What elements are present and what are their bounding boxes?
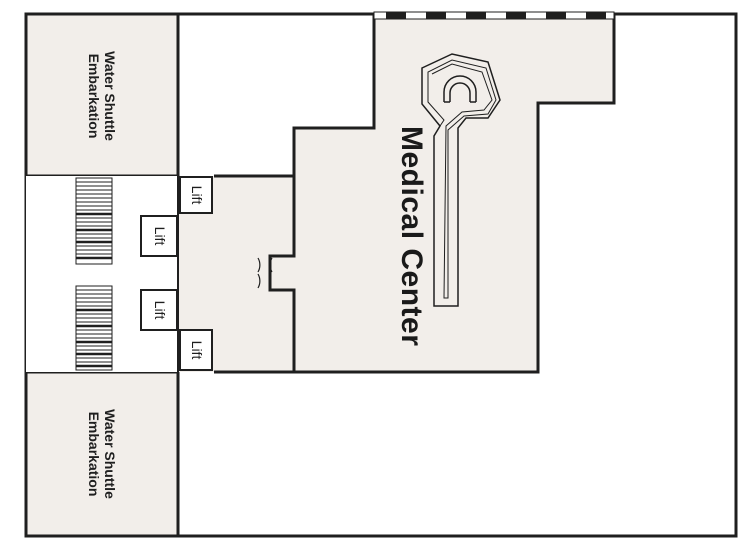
water-shuttle-label-bottom: Water Shuttle Embarkation — [86, 409, 118, 499]
lift-box-1[interactable] — [179, 176, 213, 214]
lift-text-2: Lift — [152, 226, 168, 246]
lift-lobby — [178, 176, 294, 372]
staircase-bottom — [75, 285, 113, 371]
medical-center-text: Medical Center — [395, 126, 428, 347]
window-strip — [373, 11, 615, 20]
lift-label-4: Lift — [187, 336, 205, 364]
lift-text-3: Lift — [152, 300, 168, 320]
water-shuttle-text-bottom: Water Shuttle Embarkation — [86, 409, 118, 499]
lift-box-3[interactable] — [140, 289, 178, 331]
staircase-top — [75, 177, 113, 265]
horseshoe-icon — [443, 75, 477, 103]
water-shuttle-label-top: Water Shuttle Embarkation — [86, 51, 118, 141]
lift-box-4[interactable] — [179, 329, 213, 371]
door-icon — [257, 257, 273, 289]
lift-text-1: Lift — [189, 185, 205, 205]
lift-label-1: Lift — [187, 181, 205, 209]
medical-center-label: Medical Center — [392, 126, 428, 346]
water-shuttle-text-top: Water Shuttle Embarkation — [86, 51, 118, 141]
lift-label-3: Lift — [150, 296, 168, 324]
lift-label-2: Lift — [150, 222, 168, 250]
water-shuttle-room-top[interactable] — [24, 12, 180, 178]
lift-text-4: Lift — [189, 340, 205, 360]
lift-box-2[interactable] — [140, 215, 178, 257]
